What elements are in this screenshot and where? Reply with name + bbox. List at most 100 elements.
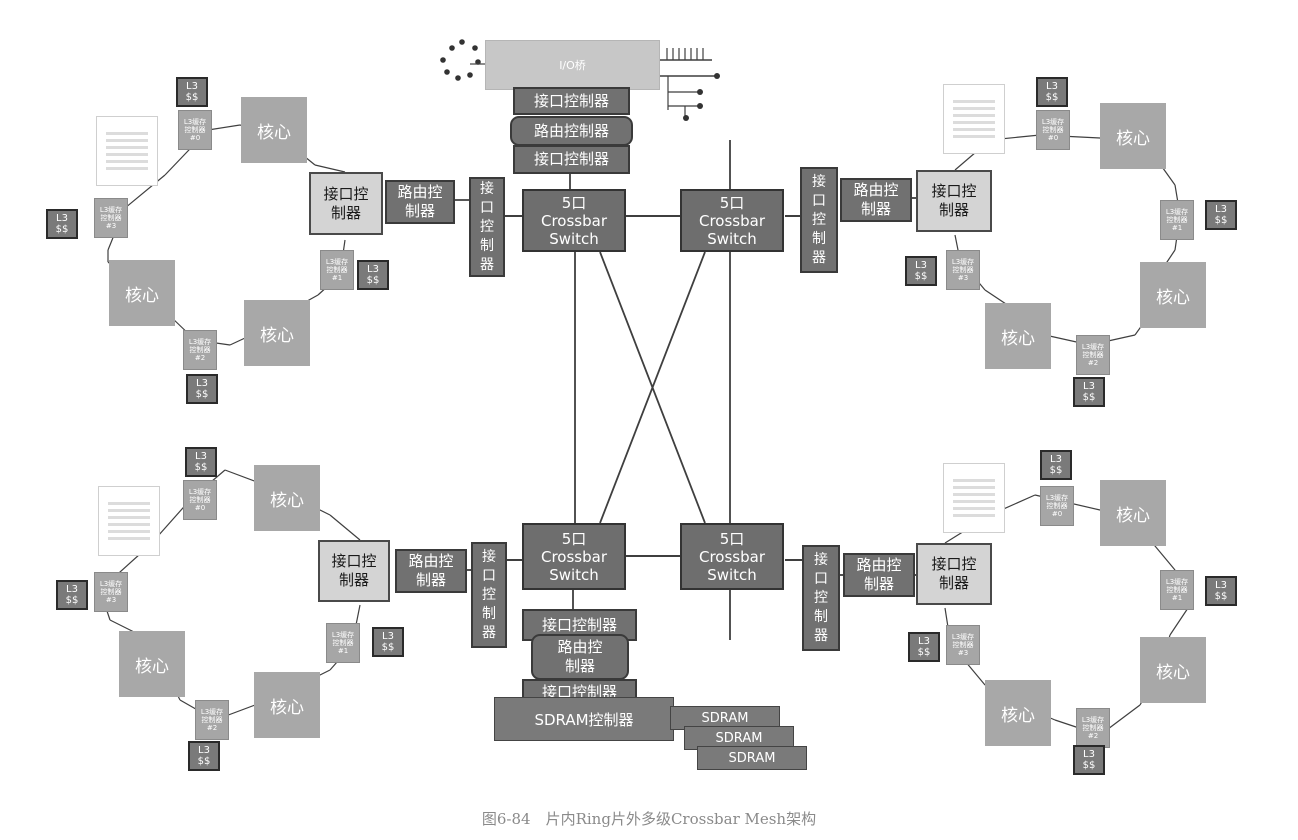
router-controller-text: 制器 (860, 200, 891, 218)
schematic-line (106, 153, 148, 156)
schematic-line (953, 493, 995, 496)
l3-cache-label: L3 (56, 213, 68, 224)
interface-controller-text: 制器 (938, 574, 969, 592)
l3-controller-label: L3缓存 (200, 708, 224, 716)
l3-cache-label: L3 (196, 378, 208, 389)
l3-controller-label: L3缓存 (325, 258, 349, 266)
router-controller-text: 路由控 (557, 638, 603, 656)
l3-cache: L3$$ (1073, 377, 1105, 407)
io-pin-icon (697, 103, 703, 109)
router-controller-text: 制器 (415, 571, 446, 589)
vertical-interface-controller-text: 制 (482, 605, 496, 622)
l3-cache-label: $$ (917, 647, 931, 658)
l3-controller-label: 控制器 (1166, 586, 1188, 594)
l3-controller-label: L3缓存 (188, 488, 212, 496)
l3-controller-label: 控制器 (332, 639, 354, 647)
l3-controller-label: L3缓存 (1045, 494, 1069, 502)
vertical-interface-controller-text: 控 (482, 586, 496, 603)
core: 核心 (985, 303, 1051, 369)
core-text: 核心 (1156, 662, 1190, 683)
l3-cache: L3$$ (372, 627, 404, 657)
io-pin-icon (455, 75, 461, 81)
schematic-line (953, 135, 995, 138)
crossbar-switch-text: Switch (549, 229, 599, 248)
core-text: 核心 (1001, 328, 1035, 349)
l3-cache-controller: L3缓存控制器#3 (946, 250, 980, 290)
l3-controller-id: #3 (105, 596, 117, 604)
interface-controller: 接口控制器 (513, 87, 630, 115)
l3-cache-label: L3 (1046, 81, 1058, 92)
schematic-line (953, 121, 995, 124)
sdram-module-text: SDRAM (728, 750, 776, 766)
vertical-interface-controller-text: 控 (812, 211, 826, 228)
l3-cache-label: L3 (186, 81, 198, 92)
l3-controller-label: L3缓存 (1081, 343, 1105, 351)
interface-controller-text: 接口控制器 (541, 682, 617, 701)
l3-cache-label: $$ (366, 275, 380, 286)
core-text: 核心 (1001, 705, 1035, 726)
io-pin-icon (697, 89, 703, 95)
interface-controller: 接口控制器 (916, 170, 992, 232)
chip-schematic-icon (943, 463, 1005, 533)
vertical-interface-controller-text: 器 (812, 249, 826, 266)
vertical-interface-controller-text: 接 (480, 180, 494, 197)
l3-cache-label: L3 (195, 451, 207, 462)
router-controller: 路由控制器 (840, 178, 912, 222)
l3-cache: L3$$ (1073, 745, 1105, 775)
router-controller-text: 路由控 (397, 183, 443, 201)
router-controller-text: 路由控 (408, 552, 454, 570)
l3-controller-label: L3缓存 (1041, 118, 1065, 126)
wire (599, 251, 706, 524)
l3-cache-controller: L3缓存控制器#2 (1076, 335, 1110, 375)
router-controller: 路由控制器 (395, 549, 467, 593)
l3-cache-label: $$ (1045, 92, 1059, 103)
l3-cache-label: L3 (1083, 381, 1095, 392)
crossbar-switch-text: 5口 (719, 193, 745, 212)
interface-controller-text: 制器 (338, 571, 369, 589)
l3-cache-controller: L3缓存控制器#3 (94, 198, 128, 238)
interface-controller: 接口控制器 (309, 172, 383, 235)
vertical-interface-controller-text: 口 (482, 567, 496, 584)
interface-controller-text: 制器 (330, 203, 361, 222)
l3-cache-label: $$ (1082, 392, 1096, 403)
l3-cache: L3$$ (1036, 77, 1068, 107)
l3-controller-label: L3缓存 (99, 206, 123, 214)
l3-cache-controller: L3缓存控制器#3 (946, 625, 980, 665)
wire (1169, 604, 1191, 636)
l3-cache-label: $$ (194, 462, 208, 473)
schematic-line (108, 530, 150, 533)
l3-controller-label: 控制器 (1042, 126, 1064, 134)
router-controller-text: 路由控 (856, 556, 902, 574)
l3-controller-id: #0 (189, 134, 201, 142)
io-pin-icon (459, 39, 465, 45)
l3-cache-label: $$ (381, 642, 395, 653)
wire (124, 174, 166, 209)
l3-cache-controller: L3缓存控制器#0 (1040, 486, 1074, 526)
l3-cache-controller: L3缓存控制器#0 (178, 110, 212, 150)
crossbar-switch-text: Crossbar (699, 211, 765, 230)
vertical-interface-controller: 接口控制器 (802, 545, 840, 651)
router-controller-text: 制器 (404, 202, 435, 220)
core-text: 核心 (260, 325, 294, 346)
l3-controller-label: 控制器 (184, 126, 206, 134)
l3-controller-id: #2 (194, 354, 206, 362)
l3-cache-label: L3 (1215, 204, 1227, 215)
l3-cache-label: $$ (185, 92, 199, 103)
crossbar-switch-text: Crossbar (541, 211, 607, 230)
router-controller: 路由控制器 (531, 634, 629, 680)
io-pin-icon (449, 45, 455, 51)
crossbar-switch-text: 5口 (561, 529, 587, 548)
l3-cache-label: L3 (198, 745, 210, 756)
schematic-line (953, 107, 995, 110)
l3-cache-controller: L3缓存控制器#0 (183, 480, 217, 520)
l3-controller-label: L3缓存 (951, 258, 975, 266)
crossbar-switch-text: 5口 (719, 529, 745, 548)
l3-cache-label: $$ (914, 271, 928, 282)
l3-cache-label: $$ (1082, 760, 1096, 771)
schematic-line (108, 509, 150, 512)
l3-cache-label: L3 (915, 260, 927, 271)
core-text: 核心 (135, 656, 169, 677)
interface-controller: 接口控制器 (522, 609, 637, 641)
l3-controller-label: 控制器 (1082, 724, 1104, 732)
